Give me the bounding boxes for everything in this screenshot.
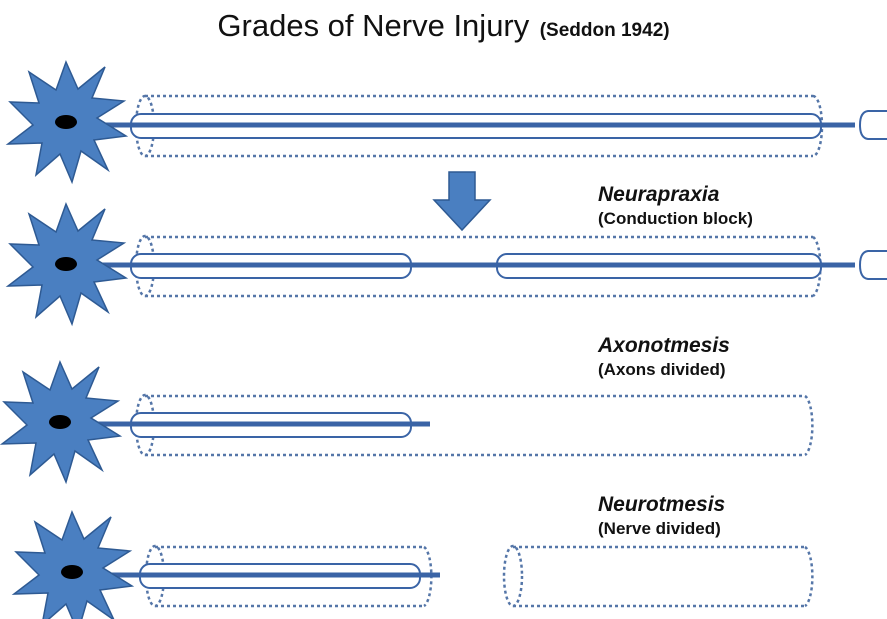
grade-name: Axonotmesis (598, 334, 730, 358)
label-axonotmesis: Axonotmesis (Axons divided) (598, 334, 730, 380)
neuron-cell-body (14, 512, 132, 619)
label-neurapraxia: Neurapraxia (Conduction block) (598, 183, 753, 229)
axon-tube (95, 413, 430, 437)
grade-description: (Nerve divided) (598, 519, 725, 539)
row-axonotmesis (2, 362, 812, 482)
down-arrow (434, 172, 490, 230)
row-neurapraxia (8, 204, 887, 324)
axon-tube (95, 114, 855, 138)
nerve-terminal (860, 111, 887, 139)
grade-description: (Conduction block) (598, 209, 753, 229)
nerve-terminal (860, 251, 887, 279)
grade-name: Neurapraxia (598, 183, 753, 207)
grade-description: (Axons divided) (598, 360, 730, 380)
dotted-outer-sheath-distal (504, 546, 812, 606)
axon-tube (105, 564, 440, 588)
axon-tube (95, 254, 855, 278)
neuron-cell-body (8, 62, 126, 182)
row-normal-nerve (8, 62, 887, 182)
label-neurotmesis: Neurotmesis (Nerve divided) (598, 493, 725, 539)
grade-name: Neurotmesis (598, 493, 725, 517)
